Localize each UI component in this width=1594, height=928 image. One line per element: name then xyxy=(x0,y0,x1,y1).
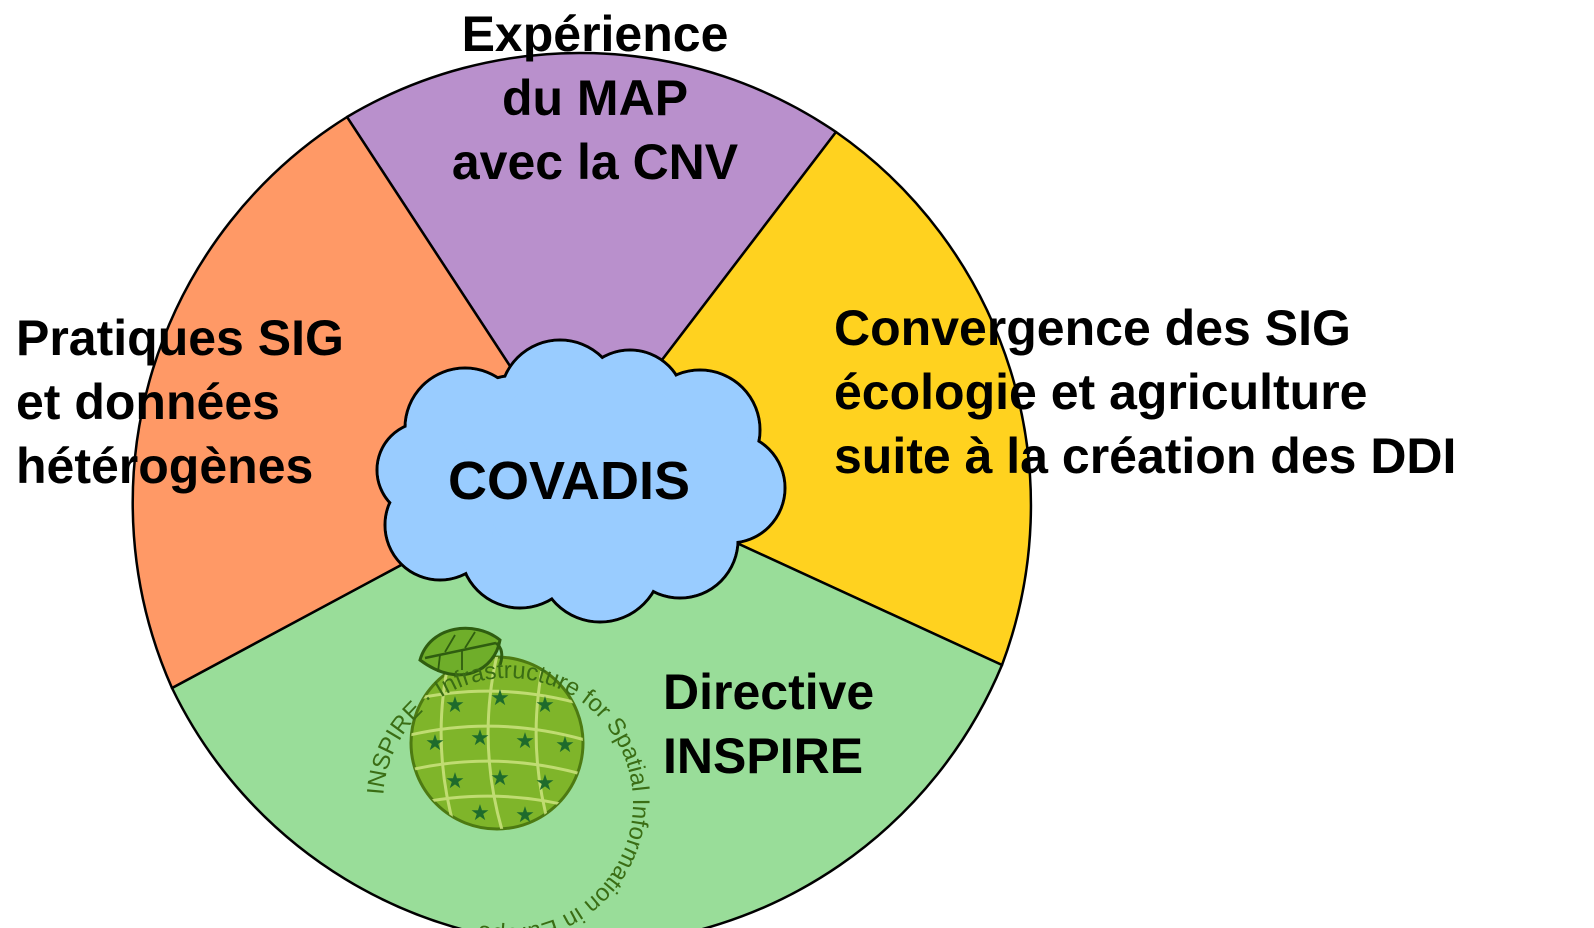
segment-top-wedge xyxy=(345,51,838,472)
svg-text:★: ★ xyxy=(470,801,490,826)
svg-text:★: ★ xyxy=(445,769,465,794)
svg-text:★: ★ xyxy=(535,693,555,718)
svg-text:★: ★ xyxy=(470,726,490,751)
svg-text:★: ★ xyxy=(515,729,535,754)
segment-right-label: Convergence des SIG écologie et agricult… xyxy=(834,300,1457,484)
segment-top-label: Expérience du MAP avec la CNV xyxy=(451,6,739,190)
svg-text:★: ★ xyxy=(490,766,510,791)
segment-bottom-wedge xyxy=(170,468,1004,928)
svg-text:★: ★ xyxy=(535,771,555,796)
segment-bottom-label: Directive INSPIRE xyxy=(663,664,875,784)
svg-text:★: ★ xyxy=(425,731,445,756)
center-label: COVADIS xyxy=(447,451,691,511)
svg-text:★: ★ xyxy=(515,803,535,828)
svg-text:★: ★ xyxy=(445,693,465,718)
svg-text:★: ★ xyxy=(555,733,575,758)
svg-text:★: ★ xyxy=(490,686,510,711)
segment-left-label: Pratiques SIG et données hétérogènes xyxy=(16,310,344,494)
segment-right-wedge xyxy=(576,130,1033,667)
cloud-fill xyxy=(378,341,784,621)
segment-left-wedge xyxy=(131,115,580,690)
